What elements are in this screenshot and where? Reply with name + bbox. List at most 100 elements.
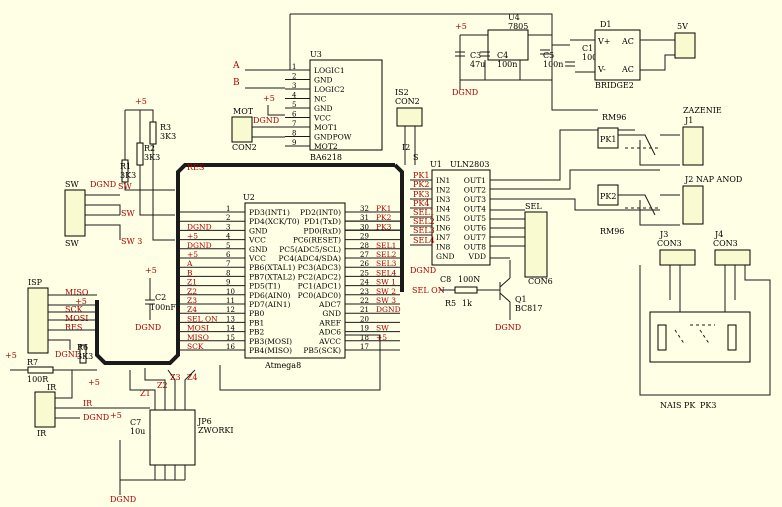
is2-connector: IS2 CON2 I2 S bbox=[395, 88, 423, 165]
u2-right-net: SW 1 bbox=[376, 278, 396, 287]
u1-out-pin: OUT7 bbox=[464, 233, 486, 242]
isp-header: ISP MISO SCK MOSI RES +5 DGND R6 3K3 +5 bbox=[27, 278, 100, 387]
u2-left-num: 16 bbox=[226, 343, 235, 351]
u1-sel2: SEL2 bbox=[413, 217, 435, 226]
is2-label: IS2 bbox=[395, 88, 409, 97]
u2-right-num: 17 bbox=[360, 343, 369, 351]
u1-pk4: PK4 bbox=[413, 199, 429, 208]
z1-label: Z1 bbox=[140, 389, 151, 398]
u2-left-net: +5 bbox=[187, 250, 198, 259]
u2-label: U2 bbox=[243, 193, 255, 202]
r1-label: R1 bbox=[120, 162, 131, 171]
dgnd-q1: DGND bbox=[495, 323, 521, 332]
u2-left-pin: GND bbox=[249, 226, 268, 235]
con2b-label: CON2 bbox=[395, 97, 420, 106]
con3a-label: CON3 bbox=[657, 239, 682, 248]
u3-pin-name: GND bbox=[314, 104, 333, 113]
dgnd-bottom: DGND bbox=[110, 495, 136, 504]
u1-pk2: PK2 bbox=[413, 180, 429, 189]
u2-left-net: DGND bbox=[187, 241, 212, 250]
u2-right-pin: PC6(RESET) bbox=[293, 236, 341, 245]
isp-sck: SCK bbox=[65, 305, 84, 314]
u1-in-pin: GND bbox=[436, 252, 455, 261]
c1-value: 1000 bbox=[582, 53, 602, 62]
sel-label: SEL bbox=[525, 202, 542, 211]
u3-pin-name: LOGIC1 bbox=[314, 66, 345, 75]
z2-label: Z2 bbox=[157, 381, 168, 390]
u3-pin-name: VCC bbox=[313, 114, 331, 123]
u2-left-net: A bbox=[186, 259, 193, 268]
u2-right-pin: PB5(SCK) bbox=[303, 346, 341, 355]
j1-label: J1 bbox=[684, 116, 693, 125]
r2-label: R2 bbox=[144, 144, 155, 153]
c2-label: C2 bbox=[155, 293, 166, 302]
u2-right-net: +5 bbox=[376, 333, 387, 342]
plus5-c2: +5 bbox=[145, 266, 157, 275]
u2-left-num: 15 bbox=[226, 334, 235, 342]
u2-right-net: SW 3 bbox=[376, 296, 396, 305]
ir-label-top: IR bbox=[47, 383, 57, 392]
u2-right-num: 21 bbox=[360, 306, 369, 314]
u2-left-num: 8 bbox=[226, 269, 230, 277]
u2-right-pin: PD1(TxD) bbox=[304, 217, 341, 226]
u2-left-pin: VCC bbox=[248, 254, 266, 263]
u3-pin-name: MOT1 bbox=[314, 123, 338, 132]
u2-left-pin: PB4(MISO) bbox=[249, 346, 292, 355]
c7-label: C7 bbox=[130, 418, 141, 427]
jp6-jumpers: JP6 ZWORKI Z1 Z2 Z3 Z4 C7 10u +5 DGND bbox=[110, 368, 234, 504]
u3-pin-num: 3 bbox=[292, 82, 296, 90]
q1-part: BC817 bbox=[515, 304, 542, 313]
ir-net: IR bbox=[83, 399, 93, 408]
r6-label: R6 bbox=[77, 343, 88, 352]
u1-in-pin: IN5 bbox=[436, 214, 451, 223]
u3-pin-num: 9 bbox=[292, 139, 296, 147]
u2-left-num: 14 bbox=[226, 325, 235, 333]
ir-label-bot: IR bbox=[37, 429, 47, 438]
sel-on-net: SEL ON bbox=[412, 286, 445, 295]
sw-label-bot: SW bbox=[65, 239, 79, 248]
u1-in-pin: IN3 bbox=[436, 195, 451, 204]
u3-pin-num: 1 bbox=[292, 63, 296, 71]
plus5-supply: +5 bbox=[455, 22, 467, 31]
u3-pin-num: 4 bbox=[292, 92, 297, 100]
isp-miso: MISO bbox=[65, 288, 89, 297]
u1-out-pin: VDD bbox=[468, 252, 486, 261]
r3-label: R3 bbox=[160, 123, 171, 132]
c3-label: C3 bbox=[470, 51, 481, 60]
i2-label: I2 bbox=[402, 143, 410, 152]
u1-in-pin: IN8 bbox=[436, 243, 451, 252]
sw-text2: SW bbox=[121, 209, 135, 218]
u2-left-net: +5 bbox=[187, 232, 198, 241]
u2-left-pin: PB6(XTAL1) bbox=[249, 263, 295, 272]
c4-label: C4 bbox=[497, 51, 508, 60]
u2-right-num: 32 bbox=[360, 205, 369, 213]
u2-right-num: 20 bbox=[360, 315, 369, 323]
u2-right-net: SEL4 bbox=[376, 268, 397, 277]
u2-left-net: SEL ON bbox=[187, 314, 218, 323]
jp6-name: ZWORKI bbox=[198, 426, 234, 435]
u2-right-pin: PC3(ADC3) bbox=[298, 263, 341, 272]
u2-right-pin: AVCC bbox=[318, 337, 341, 346]
u2-left-num: 9 bbox=[226, 279, 230, 287]
u2-right-pin: PC2(ADC2) bbox=[298, 272, 341, 281]
u3-pin-name: GNDPOW bbox=[314, 133, 352, 142]
u1-pk3: PK3 bbox=[413, 190, 429, 199]
u4-regulator bbox=[487, 29, 529, 61]
r7-value: 100R bbox=[27, 375, 49, 384]
u3-pin-name: GND bbox=[314, 76, 333, 85]
u2-right-pin: PC0(ADC0) bbox=[298, 291, 341, 300]
u2-left-num: 6 bbox=[226, 251, 231, 259]
u1-out-pin: OUT4 bbox=[464, 205, 486, 214]
u2-right-num: 24 bbox=[360, 279, 369, 287]
r5-value: 1k bbox=[462, 299, 472, 308]
u1-sel1: SEL1 bbox=[413, 208, 435, 217]
u2-right-pin: PC4(ADC4/SDA) bbox=[279, 254, 342, 263]
dgnd-u3: DGND bbox=[253, 116, 279, 125]
u2-left-pin: PB1 bbox=[249, 318, 264, 327]
isp-label: ISP bbox=[28, 278, 43, 287]
con2a-label: CON2 bbox=[232, 143, 257, 152]
u2-right-net: PK1 bbox=[376, 204, 391, 213]
sw-text1: SW bbox=[118, 182, 132, 191]
u1-pk1: PK1 bbox=[413, 171, 429, 180]
d1-vminus: V- bbox=[597, 65, 606, 74]
